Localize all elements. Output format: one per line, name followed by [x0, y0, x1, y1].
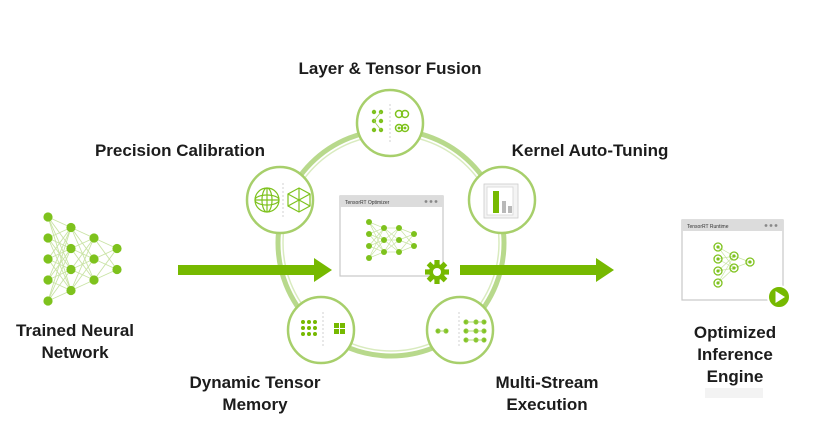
optimizer-network-icon	[366, 219, 417, 261]
label-precision-calibration: Precision Calibration	[94, 141, 266, 160]
network-node	[713, 266, 723, 276]
label-dynamic-tensor-memory: Dynamic Tensor Memory	[189, 373, 321, 414]
network-node-core	[716, 269, 720, 273]
kernel-chart-icon	[483, 183, 519, 219]
network-node	[66, 222, 76, 233]
memory-dot	[313, 326, 317, 330]
gear-tooth	[434, 278, 440, 284]
network-node	[381, 249, 387, 255]
network-node	[366, 231, 372, 237]
label-layer-tensor-fusion: Layer & Tensor Fusion	[298, 59, 482, 78]
network-node	[366, 219, 372, 225]
network-node	[381, 225, 387, 231]
network-node	[43, 212, 53, 222]
optimizer-window: TensorRT Optimizer	[339, 195, 444, 277]
memory-dot	[313, 320, 317, 324]
precision-calibration-node	[245, 165, 315, 235]
precision-sphere-icon	[254, 187, 311, 213]
memory-dot	[313, 332, 317, 336]
optimizer-window-title: TensorRT Optimizer	[345, 200, 390, 206]
network-node	[396, 225, 402, 231]
multi-stream-execution-node	[425, 295, 495, 365]
network-node-core	[716, 257, 720, 261]
memory-dot	[307, 326, 311, 330]
network-node	[66, 243, 76, 254]
network-node-core	[716, 281, 720, 285]
network-node	[729, 251, 739, 261]
network-node	[112, 243, 122, 254]
network-node	[366, 255, 372, 261]
network-node-core	[716, 245, 720, 249]
layer-tensor-fusion-node	[355, 88, 425, 158]
network-node	[396, 249, 402, 255]
network-node	[729, 263, 739, 273]
runtime-network-icon	[713, 242, 755, 288]
network-node	[396, 237, 402, 243]
network-node	[66, 285, 76, 296]
network-node	[66, 264, 76, 275]
network-node	[366, 243, 372, 249]
network-node-core	[732, 254, 736, 258]
network-node	[89, 254, 99, 264]
network-node	[43, 296, 53, 306]
output-arrow	[460, 258, 614, 282]
network-node	[713, 242, 723, 252]
trained-neural-network-icon	[43, 212, 122, 306]
memory-grid-icon	[301, 320, 317, 336]
label-multi-stream-execution: Multi-Stream Execution	[495, 373, 599, 414]
gear-tooth	[434, 260, 440, 266]
network-node-core	[748, 260, 752, 264]
gear-icon	[425, 260, 449, 284]
kernel-auto-tuning-node	[467, 165, 537, 235]
memory-dot	[307, 332, 311, 336]
fusion-icon	[371, 109, 410, 133]
network-node	[411, 243, 417, 249]
memory-blocks-icon	[334, 323, 345, 334]
stream-icon	[435, 319, 487, 343]
dynamic-tensor-memory-node	[286, 295, 356, 365]
network-node	[89, 233, 99, 243]
memory-dot	[301, 320, 305, 324]
network-node	[745, 257, 755, 267]
network-node-core	[732, 266, 736, 270]
network-node	[112, 264, 122, 275]
network-node	[381, 237, 387, 243]
network-node	[43, 275, 53, 285]
play-icon	[767, 285, 791, 309]
label-trained-network: Trained Neural Network	[15, 321, 135, 362]
network-node	[713, 278, 723, 288]
network-node	[89, 275, 99, 285]
network-node	[43, 233, 53, 243]
memory-dot	[301, 332, 305, 336]
memory-dot	[301, 326, 305, 330]
input-arrow	[178, 258, 332, 282]
runtime-window-title: TensorRT Runtime	[687, 224, 729, 230]
network-node	[411, 231, 417, 237]
watermark-smudge	[705, 388, 763, 398]
runtime-window: TensorRT Runtime	[681, 219, 784, 301]
label-optimized-engine: Optimized Inference Engine	[693, 323, 777, 386]
memory-dot	[307, 320, 311, 324]
label-kernel-auto-tuning: Kernel Auto-Tuning	[511, 141, 669, 160]
network-node	[43, 254, 53, 264]
network-node	[713, 254, 723, 264]
